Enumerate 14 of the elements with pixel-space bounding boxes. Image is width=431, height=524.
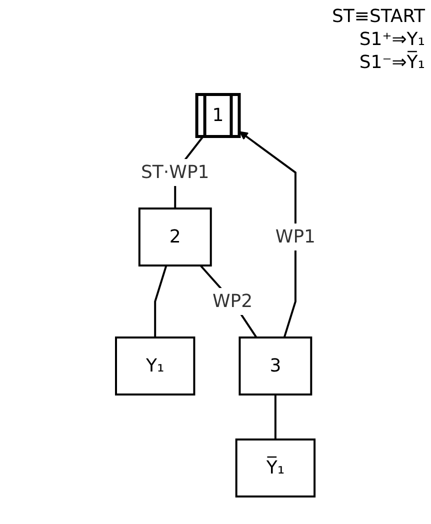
- edge-label: WP2: [212, 291, 252, 312]
- edge-label: ST·WP1: [140, 162, 209, 184]
- connector: [199, 264, 258, 338]
- condition-note: S1⁻⇒Y̅₁: [359, 52, 425, 73]
- connector: [274, 394, 276, 440]
- node-box: 3: [238, 336, 312, 396]
- connector: [154, 265, 167, 338]
- arrow: [239, 131, 296, 338]
- node-box: Y₁: [114, 336, 195, 396]
- node-box: Y̅₁: [235, 438, 316, 498]
- condition-note: ST≡START: [332, 6, 425, 27]
- node-box: 2: [138, 208, 212, 266]
- edge-label: WP1: [275, 226, 316, 248]
- condition-note: S1⁺⇒Y₁: [359, 29, 425, 50]
